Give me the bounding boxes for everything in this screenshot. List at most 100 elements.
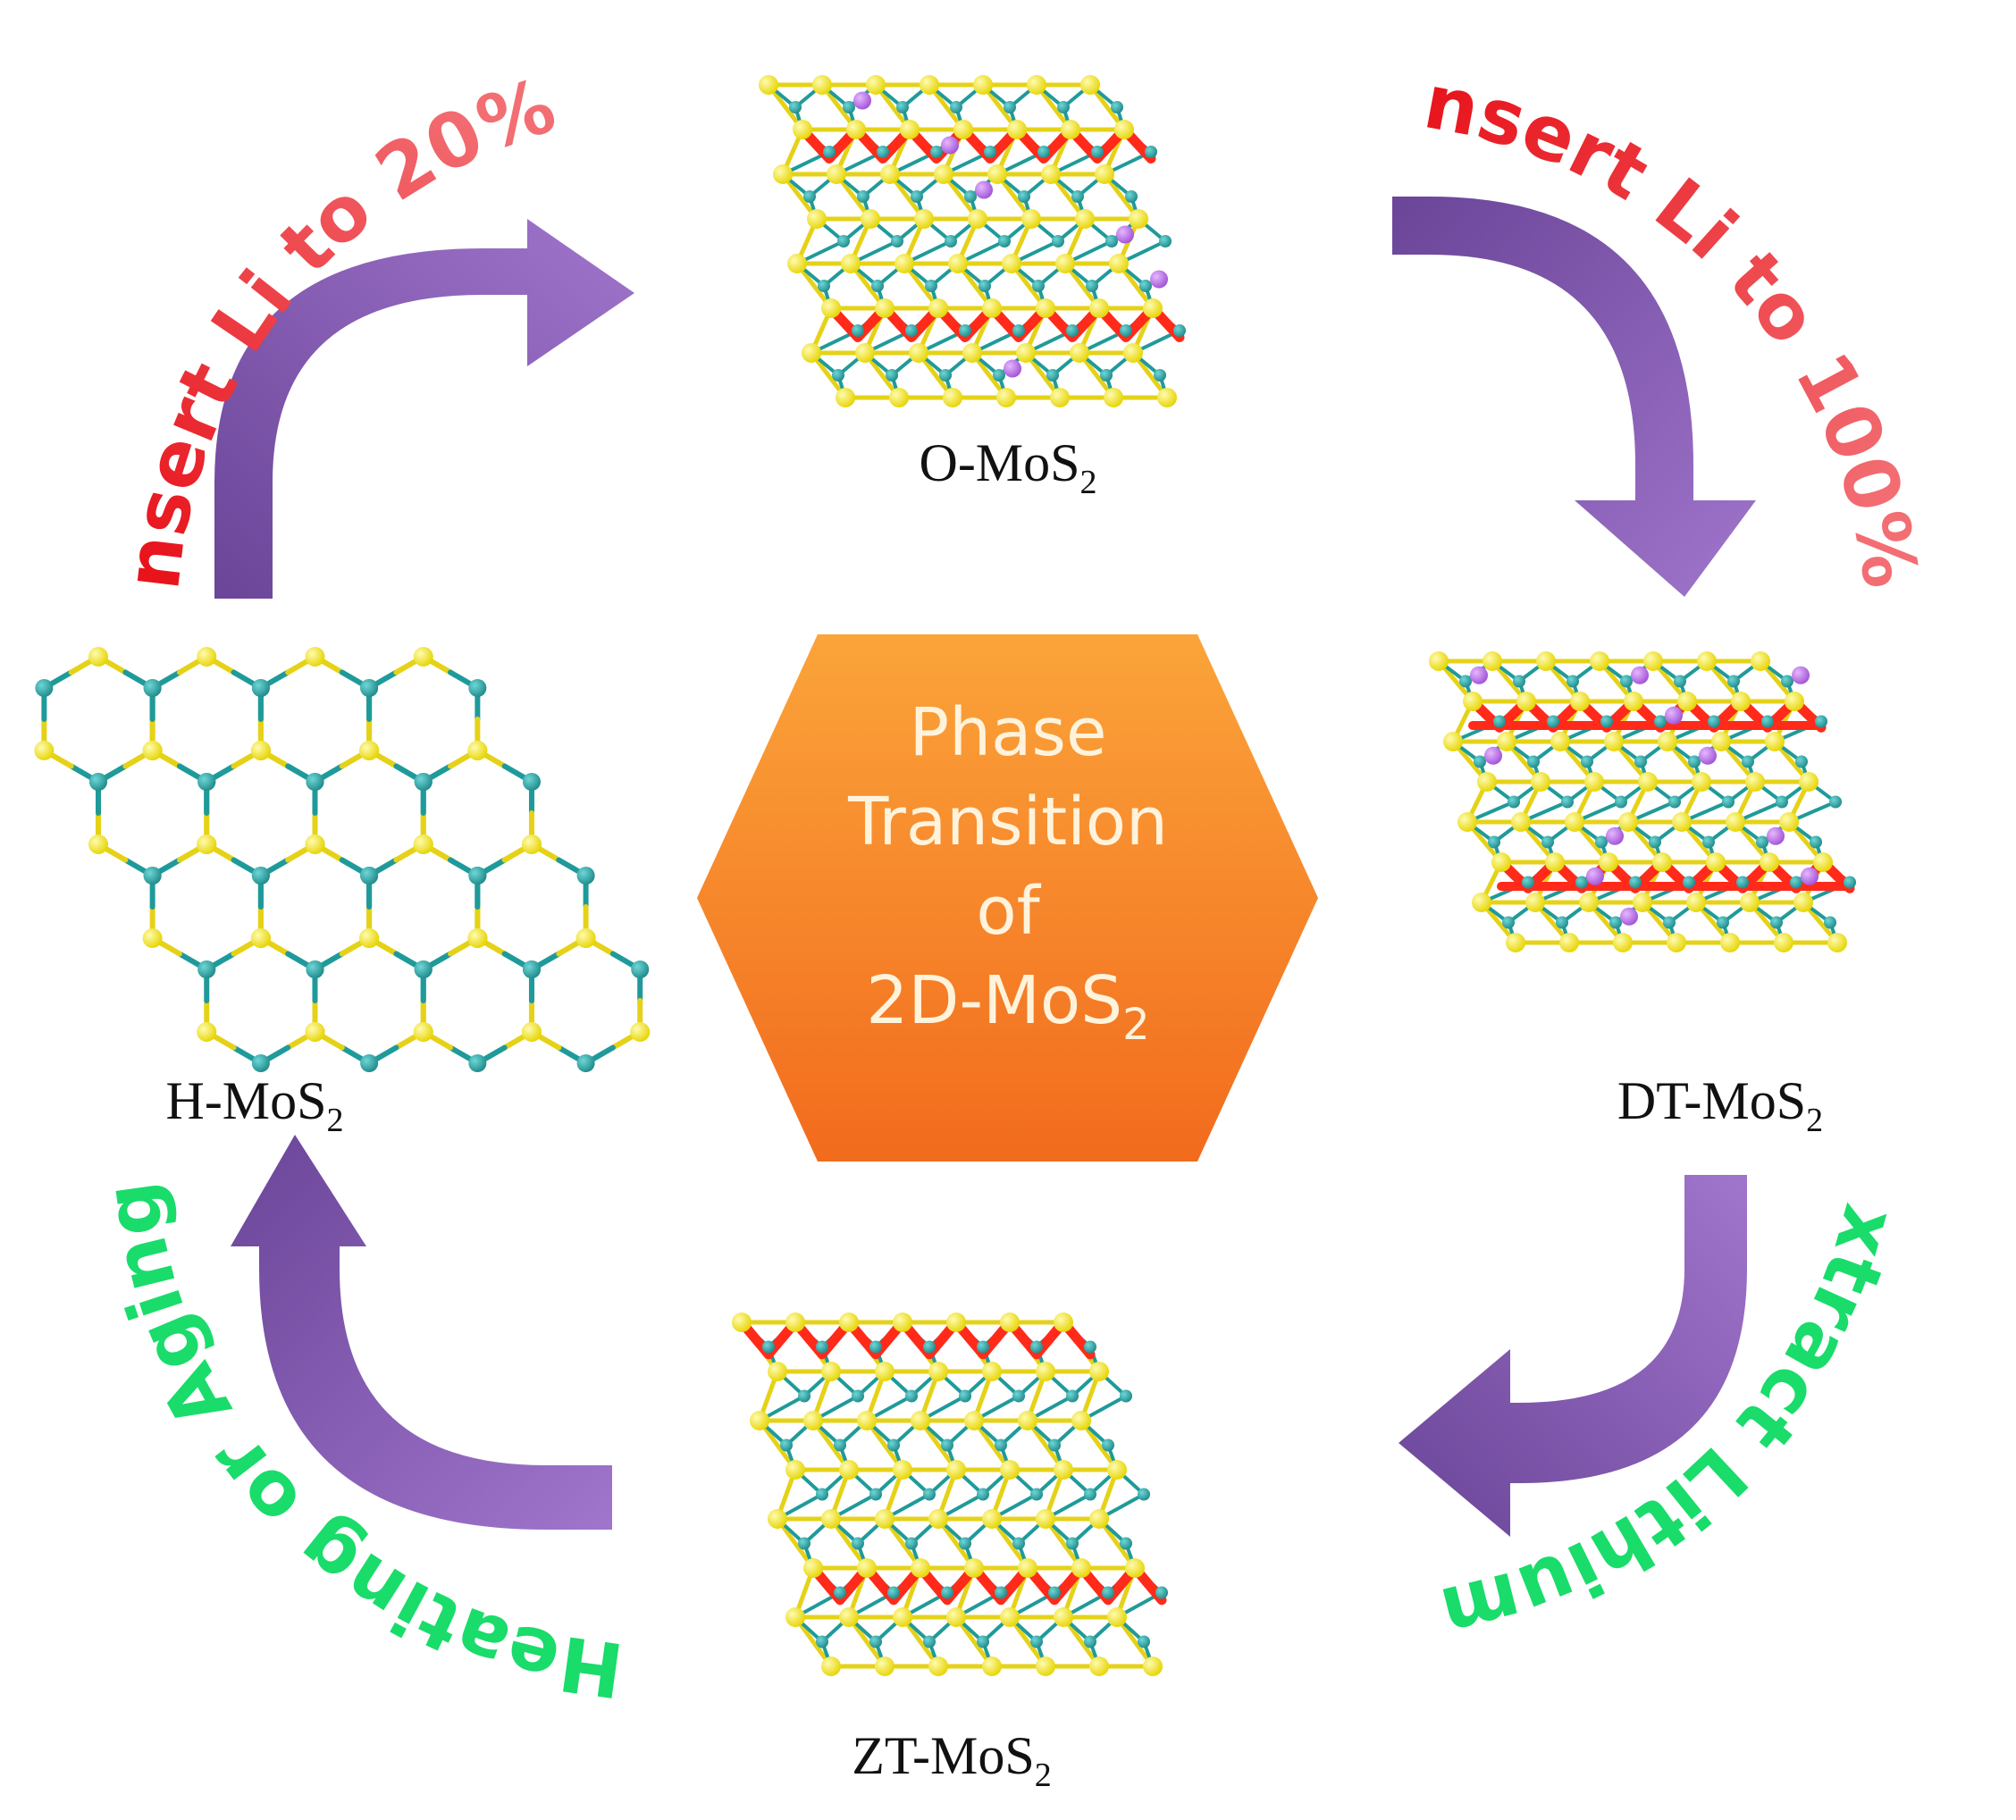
mo-atom bbox=[1508, 795, 1520, 809]
s-atom bbox=[875, 1656, 895, 1676]
s-atom bbox=[1813, 852, 1833, 872]
mo-atom bbox=[89, 773, 107, 791]
mo-atom bbox=[941, 1586, 953, 1599]
mo-atom bbox=[789, 101, 802, 113]
s-atom bbox=[768, 1362, 787, 1381]
step-insert-li-20: Insert Li to 20% bbox=[0, 0, 566, 594]
s-atom bbox=[855, 343, 875, 363]
s-atom bbox=[1516, 692, 1536, 711]
s-atom bbox=[787, 254, 807, 273]
s-atom bbox=[1463, 692, 1483, 711]
mo-atom bbox=[576, 867, 595, 885]
s-atom bbox=[821, 298, 841, 318]
mo-atom bbox=[1066, 1537, 1079, 1550]
mo-atom bbox=[1575, 876, 1588, 889]
o-mos2-structure bbox=[759, 75, 1186, 407]
s-atom bbox=[773, 164, 793, 184]
s-atom bbox=[793, 120, 812, 139]
s-atom bbox=[928, 1656, 948, 1676]
mo-atom bbox=[1600, 715, 1613, 728]
s-atom bbox=[943, 388, 962, 407]
s-atom bbox=[1016, 343, 1036, 363]
mo-atom bbox=[1154, 369, 1166, 382]
s-atom bbox=[839, 1607, 859, 1627]
center-line-2: Transition bbox=[847, 784, 1168, 860]
mo-atom bbox=[1138, 1635, 1150, 1648]
s-atom bbox=[1618, 812, 1638, 832]
li-atom bbox=[853, 91, 871, 110]
mo-atom bbox=[1527, 755, 1540, 768]
li-atom bbox=[1606, 826, 1624, 845]
mo-atom bbox=[197, 960, 216, 978]
mo-atom bbox=[869, 1635, 882, 1648]
s-atom bbox=[1107, 1460, 1127, 1480]
center-line-1: Phase bbox=[910, 694, 1107, 771]
s-atom bbox=[785, 1460, 805, 1480]
mo-atom bbox=[1012, 324, 1025, 337]
s-atom bbox=[946, 1607, 966, 1627]
mo-atom bbox=[468, 679, 487, 697]
mo-atom bbox=[886, 369, 898, 382]
s-atom bbox=[1089, 1362, 1109, 1381]
s-atom bbox=[1036, 1362, 1055, 1381]
mo-atom bbox=[1474, 755, 1486, 768]
s-atom bbox=[630, 1022, 651, 1042]
mo-atom bbox=[1155, 1586, 1168, 1599]
s-atom bbox=[1109, 254, 1129, 273]
s-atom bbox=[1129, 209, 1148, 229]
mo-atom bbox=[1829, 795, 1842, 809]
mo-atom bbox=[1581, 755, 1593, 768]
mo-atom bbox=[1668, 795, 1681, 809]
li-atom bbox=[941, 136, 959, 155]
mo-atom bbox=[803, 190, 816, 203]
s-atom bbox=[934, 164, 953, 184]
mo-atom bbox=[1459, 675, 1472, 688]
mo-atom bbox=[1547, 715, 1559, 728]
mo-atom bbox=[1770, 916, 1783, 929]
s-atom bbox=[841, 254, 861, 273]
s-atom bbox=[982, 1656, 1002, 1676]
s-atom bbox=[785, 1313, 805, 1332]
mo-atom bbox=[1030, 1340, 1043, 1354]
s-atom bbox=[836, 388, 855, 407]
s-atom bbox=[1760, 852, 1779, 872]
mo-atom bbox=[1776, 795, 1788, 809]
mo-atom bbox=[945, 235, 957, 247]
mo-atom bbox=[251, 867, 270, 885]
s-atom bbox=[1000, 1607, 1020, 1627]
mo-atom bbox=[1541, 835, 1554, 849]
s-atom bbox=[1021, 209, 1041, 229]
s-atom bbox=[875, 1509, 895, 1529]
s-atom bbox=[197, 835, 217, 854]
s-atom bbox=[982, 298, 1002, 318]
mo-atom bbox=[780, 1438, 793, 1452]
mo-atom bbox=[1727, 675, 1740, 688]
mo-atom bbox=[939, 369, 952, 382]
mo-atom bbox=[197, 773, 216, 791]
mo-atom bbox=[1795, 755, 1808, 768]
mo-atom bbox=[576, 1054, 595, 1072]
s-atom bbox=[1667, 933, 1686, 952]
mo-atom bbox=[360, 679, 379, 697]
label-dt-mos2: DT-MoS2 bbox=[1617, 1071, 1823, 1139]
s-atom bbox=[1000, 1460, 1020, 1480]
mo-atom bbox=[1717, 916, 1729, 929]
s-atom bbox=[1071, 1558, 1091, 1578]
s-atom bbox=[1779, 812, 1799, 832]
s-atom bbox=[1443, 732, 1463, 751]
s-atom bbox=[1624, 692, 1643, 711]
s-atom bbox=[197, 647, 217, 667]
s-atom bbox=[866, 75, 886, 95]
mo-atom bbox=[950, 101, 962, 113]
mo-atom bbox=[1634, 755, 1647, 768]
s-atom bbox=[1483, 651, 1502, 671]
mo-atom bbox=[1071, 190, 1084, 203]
s-atom bbox=[1720, 933, 1740, 952]
s-atom bbox=[803, 1558, 823, 1578]
s-atom bbox=[1061, 120, 1080, 139]
mo-atom bbox=[979, 280, 991, 292]
s-atom bbox=[946, 1313, 966, 1332]
s-atom bbox=[802, 343, 821, 363]
mo-atom bbox=[1052, 235, 1064, 247]
